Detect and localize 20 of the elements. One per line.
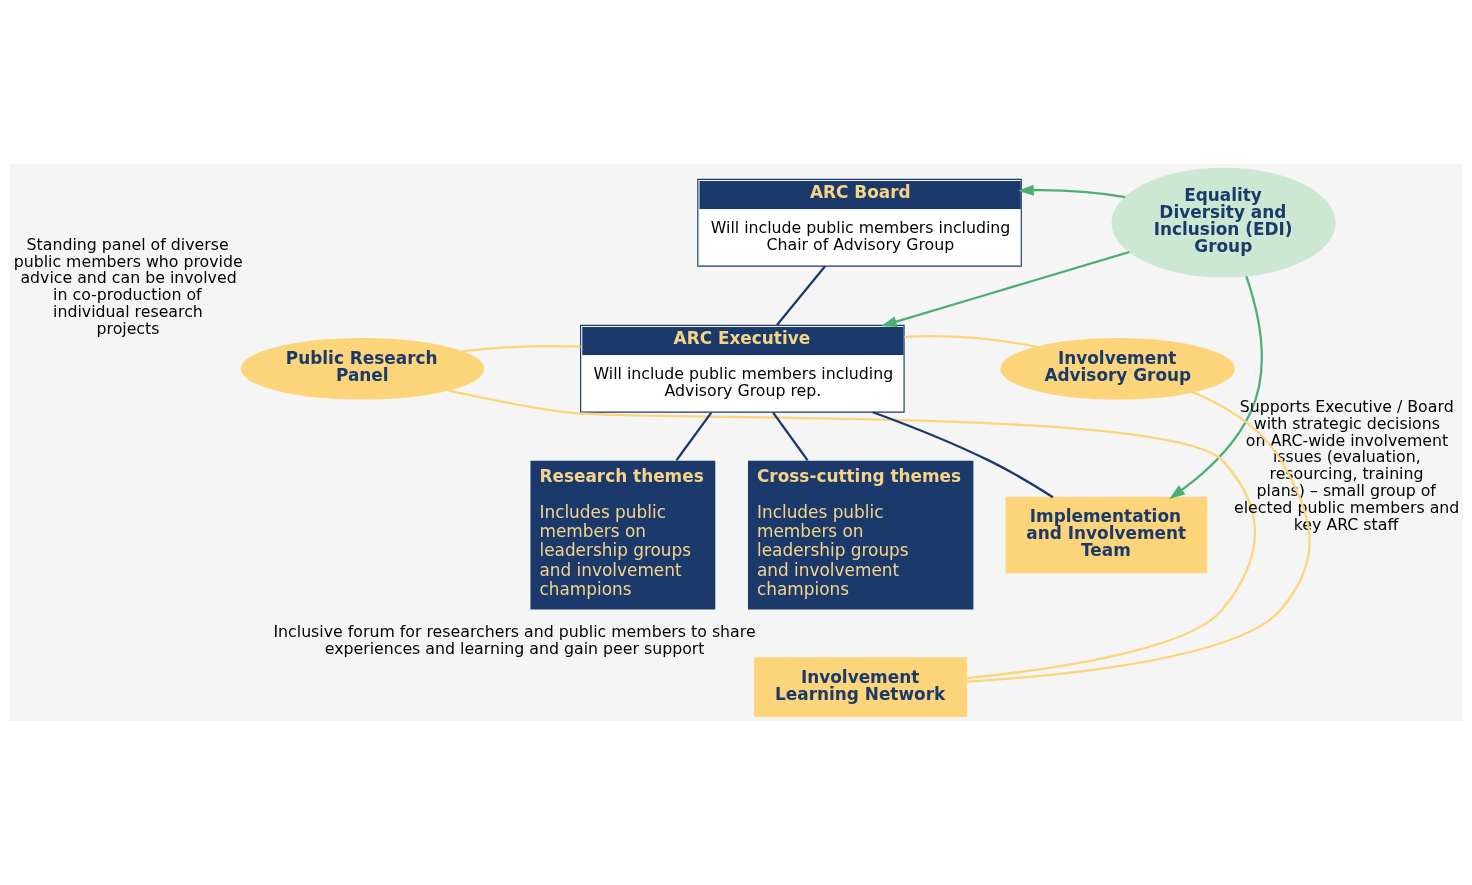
connector	[966, 390, 1311, 683]
connector	[461, 344, 581, 353]
node-label: Standing panel of diverse public members who provide advice and can be involved in co-production of individual research projects	[13, 234, 243, 339]
connector	[776, 265, 826, 326]
connector	[675, 411, 713, 461]
node-box: Involvement Learning Network	[754, 657, 968, 718]
arrow	[1169, 275, 1263, 499]
node-box: Implementation and Involvement Team	[1005, 496, 1208, 574]
arrow	[1017, 184, 1126, 199]
node-label: Inclusive forum for researchers and public members to share experiences and learning and gain peer support	[273, 621, 756, 658]
node-box: Research themes Includes public members on leadership groups and involvement champions	[530, 460, 716, 610]
node-ellipse: Involvement Advisory Group	[1000, 338, 1235, 400]
connector	[872, 411, 1054, 499]
node-box: Cross-cutting themes Includes public members on leadership groups and involvement champions	[747, 460, 974, 610]
node-ellipse: Equality Diversity and Inclusion (EDI) Group	[1111, 167, 1336, 278]
connector	[904, 335, 1038, 348]
node-ellipse: Public Research Panel	[240, 338, 485, 400]
connector	[447, 389, 1256, 680]
connector	[772, 411, 809, 461]
arrow	[881, 250, 1130, 327]
